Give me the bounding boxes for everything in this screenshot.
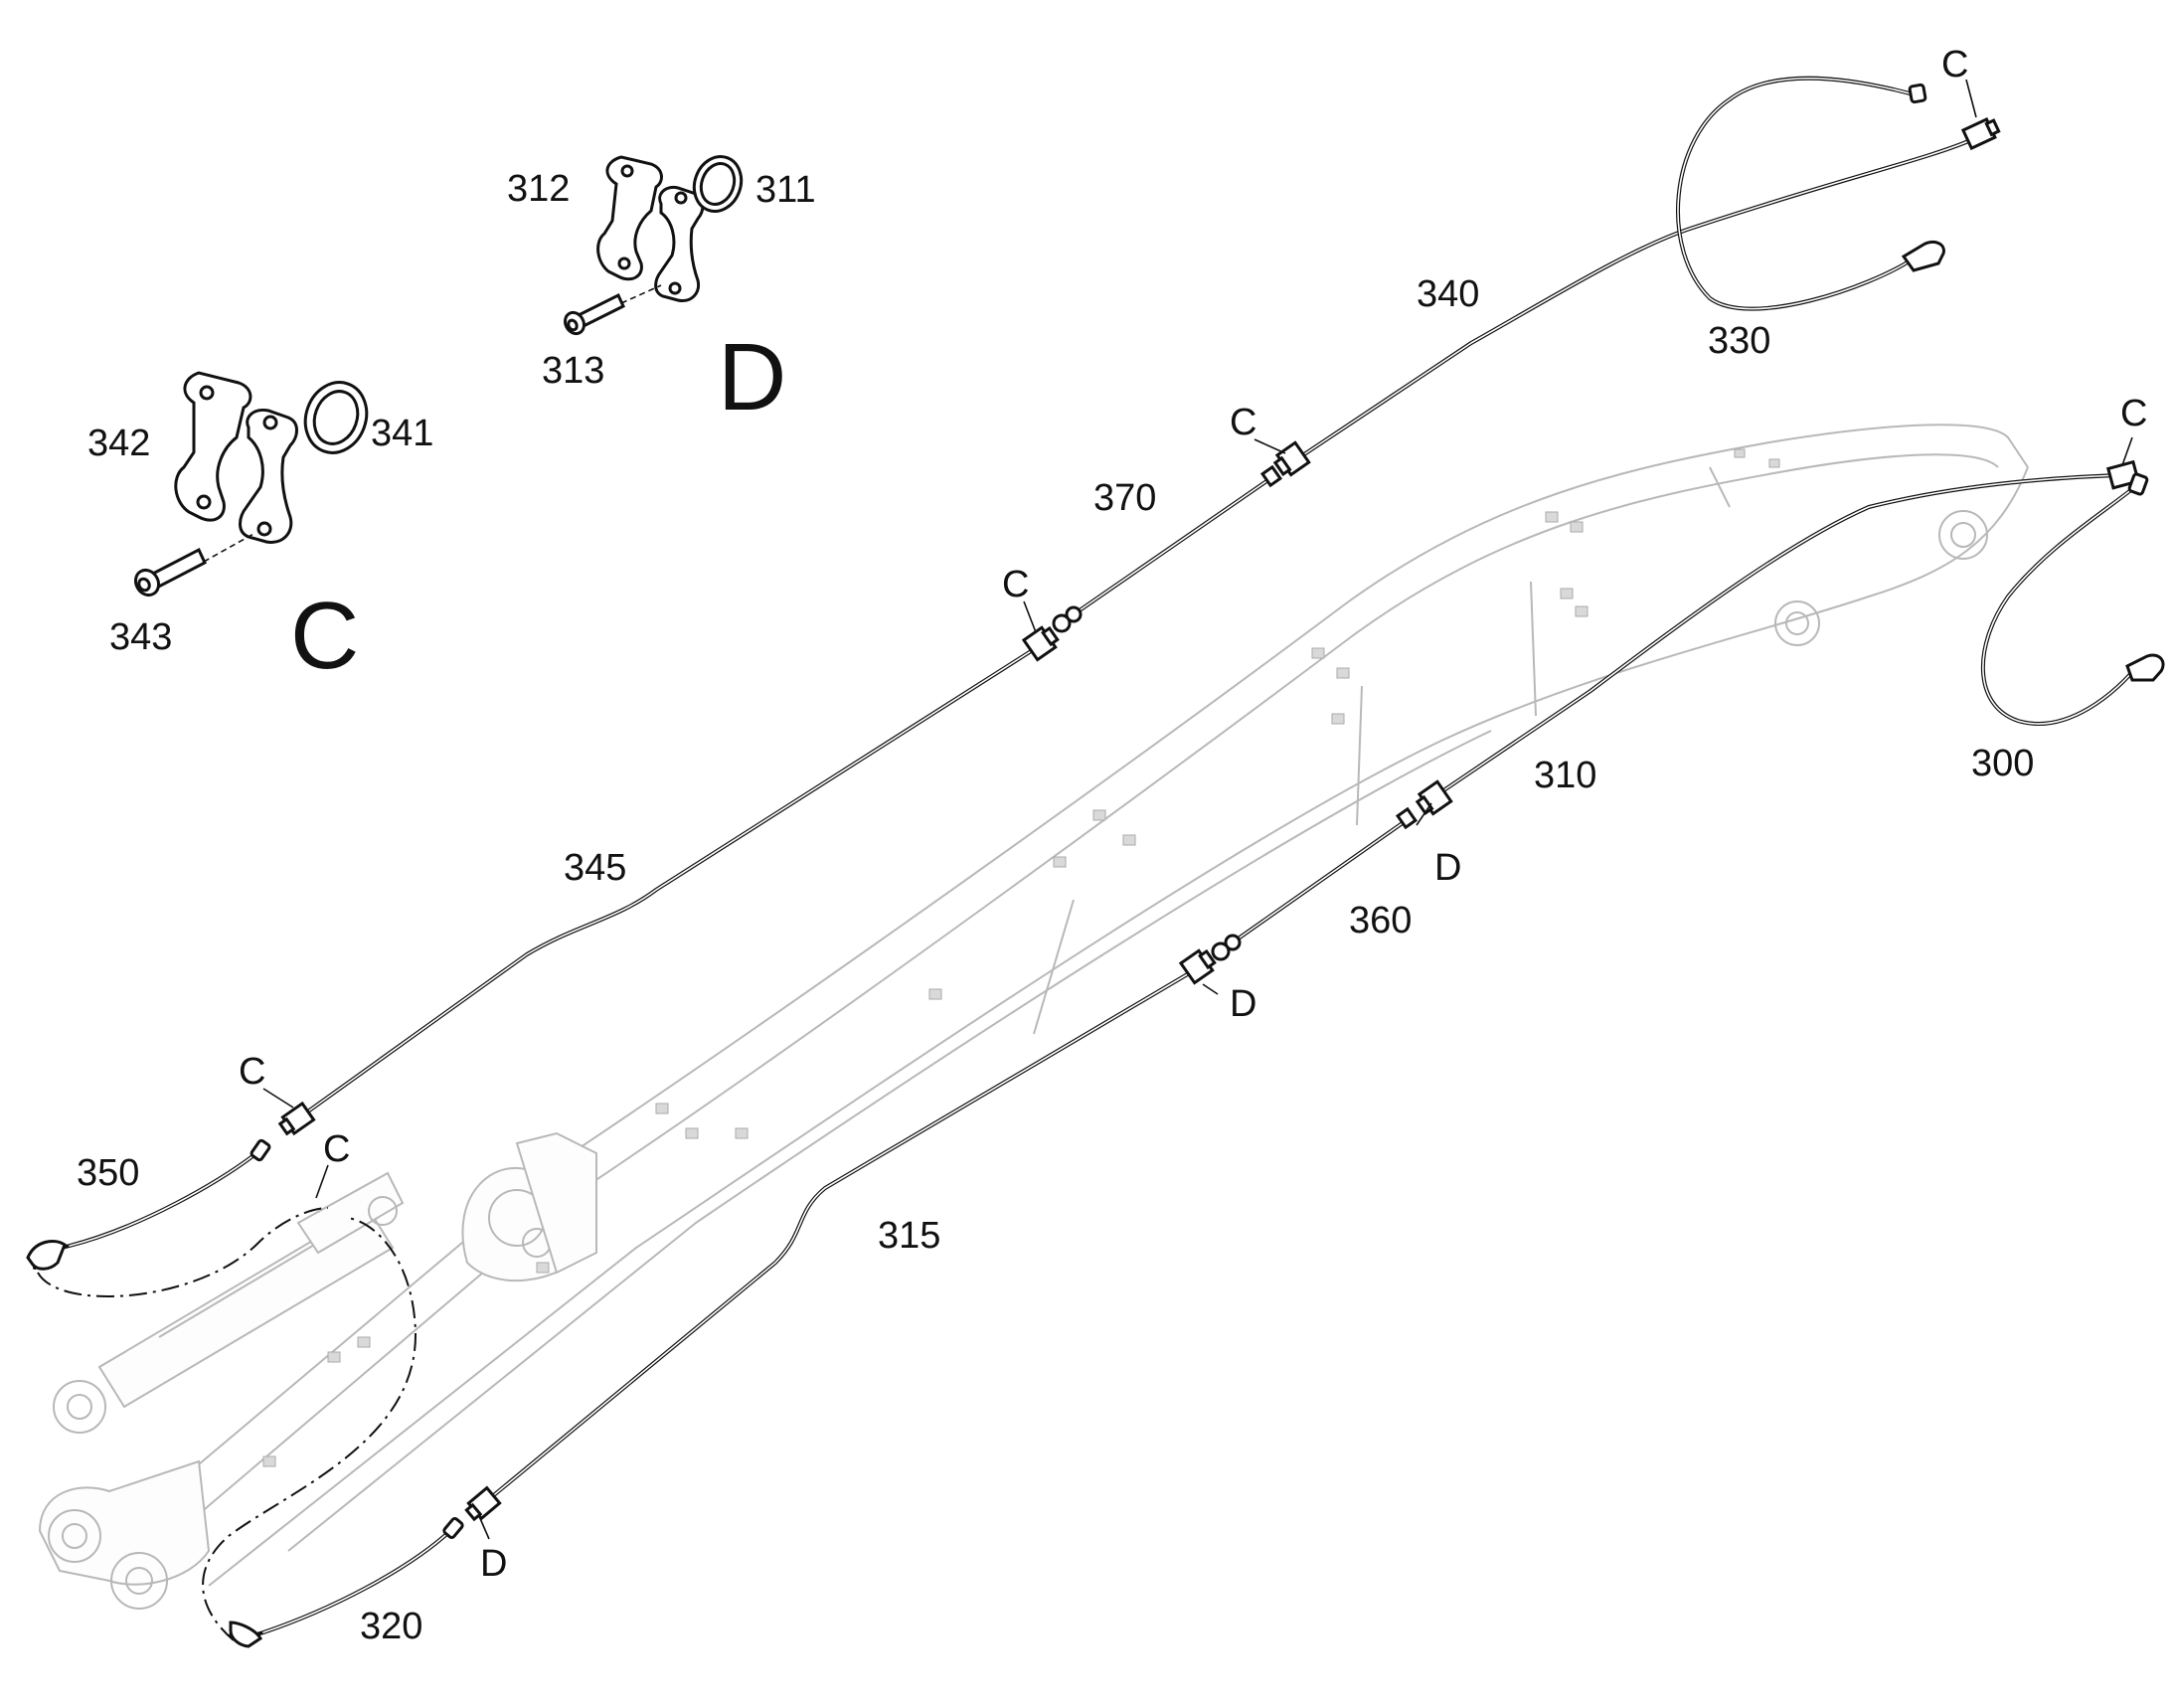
pipe-340[interactable] <box>1272 116 2001 478</box>
flange-half-312[interactable] <box>596 155 663 281</box>
pipe-315[interactable] <box>464 947 1218 1522</box>
callout-d-310: D <box>1434 847 1461 889</box>
label-315: 315 <box>878 1215 940 1257</box>
hose-300[interactable] <box>1980 472 2165 726</box>
label-360: 360 <box>1349 900 1412 941</box>
detail-d-letter: D <box>718 324 786 430</box>
label-370: 370 <box>1093 477 1156 519</box>
callout-d-315-top: D <box>1230 983 1256 1025</box>
detail-d: 312 311 313 D <box>507 150 816 430</box>
screw-313[interactable] <box>562 284 662 337</box>
pipe-345[interactable] <box>277 624 1061 1137</box>
callout-c-310-end: C <box>2120 393 2147 434</box>
label-310: 310 <box>1534 755 1596 796</box>
label-341: 341 <box>371 413 433 454</box>
label-343: 343 <box>109 616 172 658</box>
boom-structure <box>38 424 2029 1610</box>
callout-c-340-end: C <box>1941 44 1968 85</box>
label-311: 311 <box>755 169 816 211</box>
part-number-labels: 340 330 370 310 300 360 345 315 350 320 <box>77 273 2034 1647</box>
label-300: 300 <box>1971 743 2034 784</box>
callout-c-345-top: C <box>1002 564 1029 605</box>
hose-350[interactable] <box>26 1138 271 1271</box>
callout-d-315-bottom: D <box>480 1543 507 1585</box>
flange-half-312b[interactable] <box>654 185 705 302</box>
pipe-360[interactable] <box>1211 806 1419 961</box>
label-340: 340 <box>1417 273 1479 315</box>
routing-line-320 <box>202 1217 418 1641</box>
label-342: 342 <box>87 423 150 464</box>
label-320: 320 <box>360 1606 422 1647</box>
hose-320[interactable] <box>229 1516 464 1648</box>
callout-c-cylinder: C <box>323 1128 350 1170</box>
label-312: 312 <box>507 168 570 210</box>
detail-c-letter: C <box>290 583 359 689</box>
routing-line-350 <box>37 1207 329 1297</box>
o-ring-341[interactable] <box>295 374 376 461</box>
callout-c-340-start: C <box>1230 402 1256 443</box>
screw-343[interactable] <box>131 533 254 599</box>
hose-330[interactable] <box>1675 76 1945 311</box>
callouts: C C C C C C D D D <box>239 44 2147 1585</box>
label-313: 313 <box>542 350 604 392</box>
flange-half-342b[interactable] <box>239 408 298 544</box>
label-345: 345 <box>564 847 626 889</box>
flange-half-342[interactable] <box>174 371 252 522</box>
label-330: 330 <box>1708 320 1770 362</box>
o-ring-311[interactable] <box>687 150 749 218</box>
detail-c: 342 341 343 C <box>87 371 433 689</box>
label-350: 350 <box>77 1152 139 1194</box>
callout-c-345-bottom: C <box>239 1051 265 1093</box>
pipe-370[interactable] <box>1052 464 1283 633</box>
